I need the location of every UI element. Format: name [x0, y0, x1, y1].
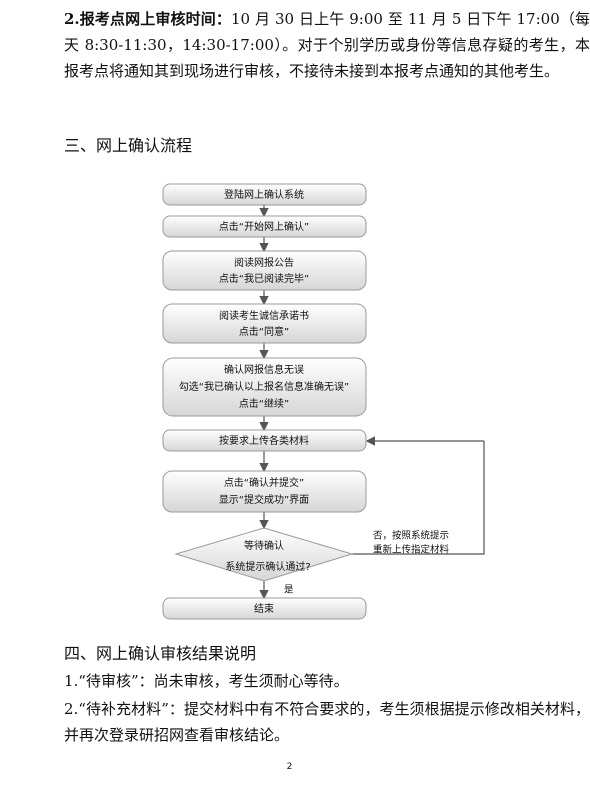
result-item-pending: 1.“待审核”：尚未审核，考生须耐心等待。 [64, 672, 349, 690]
step-end-box [162, 597, 367, 620]
section2-lead: 2.报考点网上审核时间： [64, 10, 232, 28]
page-number: 2 [286, 762, 293, 772]
step-submit-box [162, 470, 367, 513]
flowchart: 登陆网上确认系统 点击“开始网上确认” 阅读网报公告 点击“我已阅读完毕” 阅读… [162, 183, 485, 620]
step-login-box [162, 183, 367, 206]
step-read-notice-box [162, 250, 367, 291]
step-verify-info-line1: 确认网报信息无误 [224, 363, 304, 376]
step-verify-info-box [162, 357, 367, 417]
heading-online-confirm-process: 三、网上确认流程 [64, 136, 193, 155]
step-verify-info-line2: 勾选“我已确认以上报名信息准确无误” [179, 380, 349, 393]
step-submit-line1: 点击“确认并提交” [224, 476, 304, 489]
section2-paragraph: 2.报考点网上审核时间：10 月 30 日上午 9:00 至 11 月 5 日下… [26, 6, 590, 84]
step-login-text: 登陆网上确认系统 [224, 188, 304, 201]
step-upload-box [162, 429, 367, 452]
decision-diamond [174, 527, 354, 582]
result-item-supplement: 2.“待补充材料”：提交材料中有不符合要求的，考生须根据提示修改相关材料，并再次… [64, 700, 590, 744]
section2-body: 10 月 30 日上午 9:00 至 11 月 5 日下午 17:00（每天 8… [64, 10, 590, 80]
step-read-notice-line1: 阅读网报公告 [234, 256, 294, 269]
step-submit-line2: 显示“提交成功”界面 [219, 493, 309, 506]
step-end-text: 结束 [254, 602, 274, 615]
step-upload-text: 按要求上传各类材料 [219, 434, 309, 447]
step-verify-info-line3: 点击“继续” [239, 397, 289, 410]
step-integrity-line2: 点击“同意” [239, 325, 289, 338]
heading-review-results: 四、网上确认审核结果说明 [64, 644, 257, 663]
step-integrity-line1: 阅读考生诚信承诺书 [219, 309, 309, 322]
step-start-text: 点击“开始网上确认” [219, 220, 309, 233]
decision-line1: 等待确认 [244, 539, 284, 552]
decision-line2: 系统提示确认通过? [225, 560, 310, 573]
step-read-notice-line2: 点击“我已阅读完毕” [219, 272, 309, 285]
step-start-box [162, 215, 367, 238]
no-label-line1: 否，按照系统提示 [373, 530, 449, 542]
yes-label: 是 [284, 585, 294, 596]
step-integrity-box [162, 303, 367, 344]
no-label-line2: 重新上传指定材料 [373, 544, 450, 556]
